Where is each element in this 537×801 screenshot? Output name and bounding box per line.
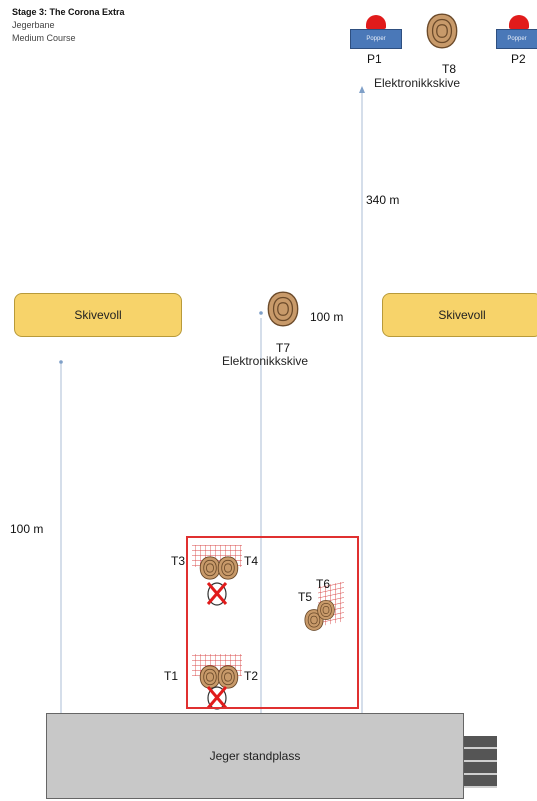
p2-red-knob [509, 15, 529, 29]
label-t3: T3 [171, 554, 186, 568]
p2-popper: Popper [496, 29, 537, 49]
stairs-icon [464, 736, 497, 788]
label-t5: T5 [298, 590, 313, 604]
skivevoll-left: Skivevoll [14, 293, 182, 337]
label-t1: T1 [164, 669, 179, 683]
label-t8-type: Elektronikkskive [374, 76, 461, 90]
stage-subtitle: Jegerbane [12, 20, 55, 30]
label-t6: T6 [316, 577, 331, 591]
label-t7: T7 [276, 341, 291, 355]
label-p1: P1 [367, 52, 382, 66]
label-t2: T2 [244, 669, 259, 683]
stage-title: Stage 3: The Corona Extra [12, 7, 125, 17]
p1-red-knob [366, 15, 386, 29]
lane-marker-left [59, 360, 63, 364]
label-t4: T4 [244, 554, 259, 568]
label-t8: T8 [442, 62, 457, 76]
lane-marker-right [359, 86, 365, 93]
t1-t2-x-icon [206, 686, 228, 709]
skivevoll-right: Skivevoll [382, 293, 537, 337]
distance-100m-mid: 100 m [310, 310, 344, 324]
p1-popper: Popper [350, 29, 402, 49]
target-t8-shape [426, 13, 458, 49]
shooting-zone [186, 536, 359, 709]
label-t7-type: Elektronikkskive [222, 354, 309, 368]
course-type: Medium Course [12, 33, 76, 43]
t3-t4-x-icon [206, 582, 228, 605]
jeger-standplass: Jeger standplass [46, 713, 464, 799]
lane-marker-mid [259, 311, 263, 315]
label-p2: P2 [511, 52, 526, 66]
distance-100m-left: 100 m [10, 522, 44, 536]
target-t7-shape [267, 291, 299, 327]
distance-340m: 340 m [366, 193, 400, 207]
